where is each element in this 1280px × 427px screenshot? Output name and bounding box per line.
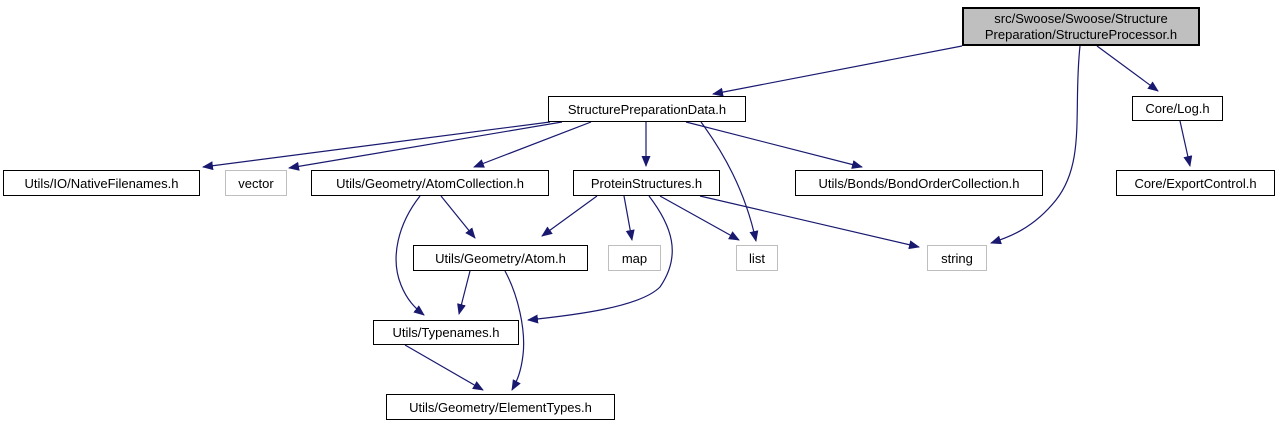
node-structure-preparation-data-label: StructurePreparationData.h — [567, 101, 727, 117]
node-core-export-control[interactable]: Core/ExportControl.h — [1116, 170, 1275, 196]
edge-atom-collection-to-typenames — [395, 195, 425, 316]
node-list-label: list — [749, 250, 765, 266]
edge-structure-processor-to-structure-preparation-data — [712, 45, 963, 97]
node-structure-preparation-data[interactable]: StructurePreparationData.h — [548, 96, 746, 122]
node-vector-label: vector — [238, 175, 274, 191]
edge-structure-preparation-data-to-bond-order-collection — [685, 121, 863, 169]
edge-structure-preparation-data-to-vector — [288, 121, 563, 171]
node-protein-structures-label: ProteinStructures.h — [590, 175, 703, 191]
node-core-log-label: Core/Log.h — [1145, 101, 1210, 116]
node-core-export-control-label: Core/ExportControl.h — [1134, 175, 1257, 191]
edge-structure-preparation-data-to-list — [700, 121, 759, 242]
node-list: list — [736, 245, 778, 271]
edge-protein-structures-to-atom — [541, 195, 598, 237]
edge-atom-collection-to-atom — [440, 195, 476, 239]
edge-protein-structures-to-map — [623, 195, 635, 241]
edge-structure-processor-to-core-log — [1096, 45, 1159, 92]
edge-protein-structures-to-string — [699, 195, 920, 250]
node-typenames[interactable]: Utils/Typenames.h — [373, 320, 519, 345]
edge-structure-preparation-data-to-atom-collection — [473, 121, 592, 168]
node-structure-processor-label-line2: Preparation/StructureProcessor.h — [984, 26, 1178, 42]
edge-protein-structures-to-typenames — [527, 195, 673, 324]
node-atom[interactable]: Utils/Geometry/Atom.h — [413, 245, 588, 271]
node-map-label: map — [621, 250, 648, 266]
node-string-label: string — [941, 250, 973, 266]
node-structure-processor[interactable]: src/Swoose/Swoose/Structure Preparation/… — [962, 7, 1200, 46]
node-bond-order-collection[interactable]: Utils/Bonds/BondOrderCollection.h — [795, 170, 1043, 196]
node-native-filenames[interactable]: Utils/IO/NativeFilenames.h — [3, 170, 200, 196]
node-atom-collection-label: Utils/Geometry/AtomCollection.h — [336, 175, 524, 191]
edge-atom-to-element-types — [504, 270, 525, 391]
edge-core-log-to-core-export-control — [1179, 120, 1193, 167]
node-vector: vector — [225, 170, 287, 196]
node-atom-collection[interactable]: Utils/Geometry/AtomCollection.h — [311, 170, 549, 196]
node-typenames-label: Utils/Typenames.h — [392, 325, 500, 340]
edge-structure-processor-to-string — [990, 45, 1081, 245]
edge-typenames-to-element-types — [404, 344, 484, 391]
node-native-filenames-label: Utils/IO/NativeFilenames.h — [24, 175, 179, 191]
node-structure-processor-label-line1: src/Swoose/Swoose/Structure — [994, 10, 1168, 26]
node-protein-structures[interactable]: ProteinStructures.h — [573, 170, 720, 196]
node-core-log[interactable]: Core/Log.h — [1132, 96, 1223, 121]
edge-protein-structures-to-list — [659, 195, 740, 241]
node-element-types-label: Utils/Geometry/ElementTypes.h — [409, 399, 592, 415]
edge-atom-to-typenames — [457, 270, 471, 315]
node-string: string — [927, 245, 987, 271]
edge-structure-preparation-data-to-native-filenames — [202, 121, 551, 171]
node-bond-order-collection-label: Utils/Bonds/BondOrderCollection.h — [818, 175, 1020, 191]
node-element-types[interactable]: Utils/Geometry/ElementTypes.h — [386, 394, 615, 420]
node-map: map — [608, 245, 661, 271]
node-atom-label: Utils/Geometry/Atom.h — [435, 250, 566, 266]
